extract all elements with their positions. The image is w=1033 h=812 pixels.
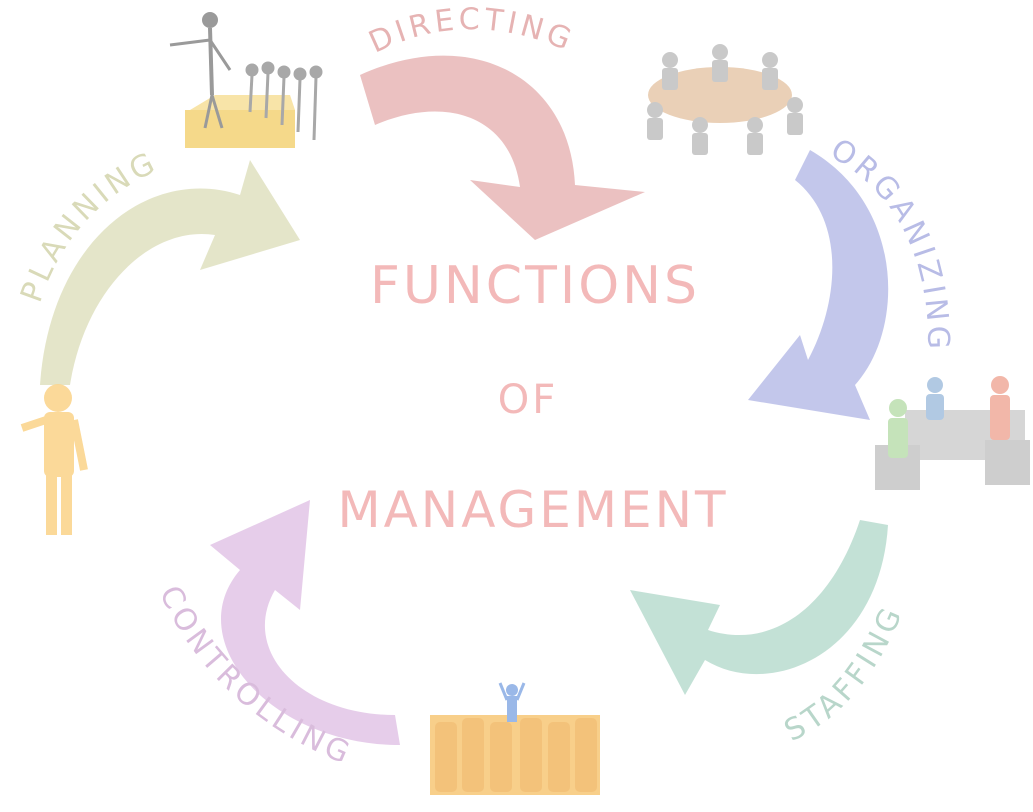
directing-figures-icon [169,12,323,148]
arrow-planning [40,160,300,385]
arrow-directing [360,55,645,240]
directing-label-text: DIRECTING [364,2,576,60]
planning-figure-icon [20,384,88,535]
organizing-meeting-icon [647,44,803,155]
directing-label: DIRECTING [364,2,580,60]
center-title-line-2: OF [498,377,559,423]
arrow-organizing [748,150,889,420]
arrow-controlling [210,500,400,745]
arrow-staffing [630,520,888,695]
controlling-crowd-icon [430,682,600,795]
staffing-meeting-icon [875,376,1030,490]
center-title-line-3: MANAGEMENT [337,481,728,539]
center-title-line-1: FUNCTIONS [370,256,700,316]
